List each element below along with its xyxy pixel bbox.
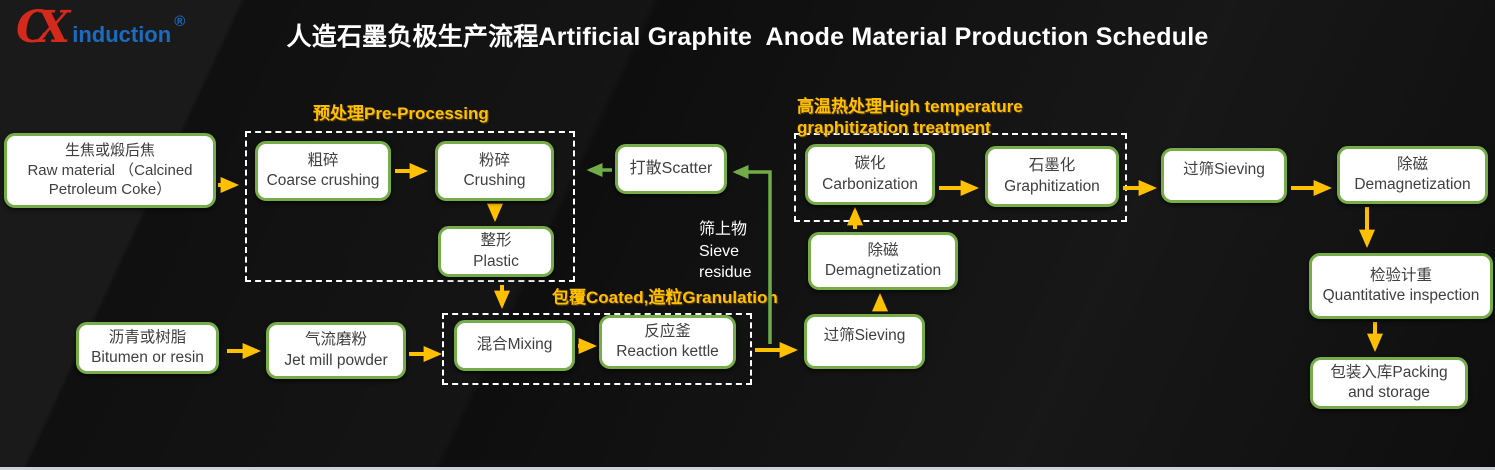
logo-cx-mark: CX — [16, 2, 70, 53]
registered-trademark-icon: ® — [174, 13, 186, 30]
node-quantitative-inspection: 检验计重 Quantitative inspection — [1309, 253, 1493, 319]
node-packing-storage: 包装入库Packing and storage — [1310, 357, 1468, 409]
brand-logo: CX induction ® — [16, 2, 186, 53]
node-demagnetization-mid: 除磁 Demagnetization — [808, 232, 958, 290]
group-label-high-temperature: 高温热处理High temperature graphitization tre… — [797, 97, 1023, 138]
node-plastic-shaping: 整形 Plastic — [438, 226, 554, 277]
group-label-granulation: 包覆Coated,造粒Granulation — [552, 288, 778, 307]
node-sieving-final: 过筛Sieving — [1161, 148, 1287, 203]
slide-bottom-edge — [0, 467, 1495, 470]
node-reaction-kettle: 反应釜 Reaction kettle — [599, 315, 736, 369]
group-label-pre-processing: 预处理Pre-Processing — [313, 104, 489, 123]
node-raw-material: 生焦或煅后焦 Raw material （Calcined Petroleum … — [4, 133, 216, 208]
node-carbonization: 碳化 Carbonization — [805, 144, 935, 205]
node-sieving-mid: 过筛Sieving — [804, 314, 925, 369]
node-bitumen-resin: 沥青或树脂 Bitumen or resin — [76, 322, 219, 374]
node-graphitization: 石墨化 Graphitization — [985, 146, 1119, 207]
node-scatter: 打散Scatter — [615, 144, 727, 194]
page-title: 人造石墨负极生产流程Artificial Graphite Anode Mate… — [286, 23, 1209, 51]
group-pre-processing — [245, 131, 575, 282]
sieve-residue-label: 筛上物 Sieve residue — [699, 221, 752, 282]
group-granulation — [442, 313, 752, 385]
node-jet-mill-powder: 气流磨粉 Jet mill powder — [266, 322, 406, 379]
node-crushing: 粉碎 Crushing — [435, 141, 554, 201]
group-high-temperature — [794, 133, 1127, 222]
node-demagnetization-final: 除磁 Demagnetization — [1337, 146, 1488, 204]
node-coarse-crushing: 粗碎 Coarse crushing — [255, 141, 391, 201]
logo-brand-text: induction — [72, 22, 172, 47]
node-mixing: 混合Mixing — [454, 320, 575, 371]
